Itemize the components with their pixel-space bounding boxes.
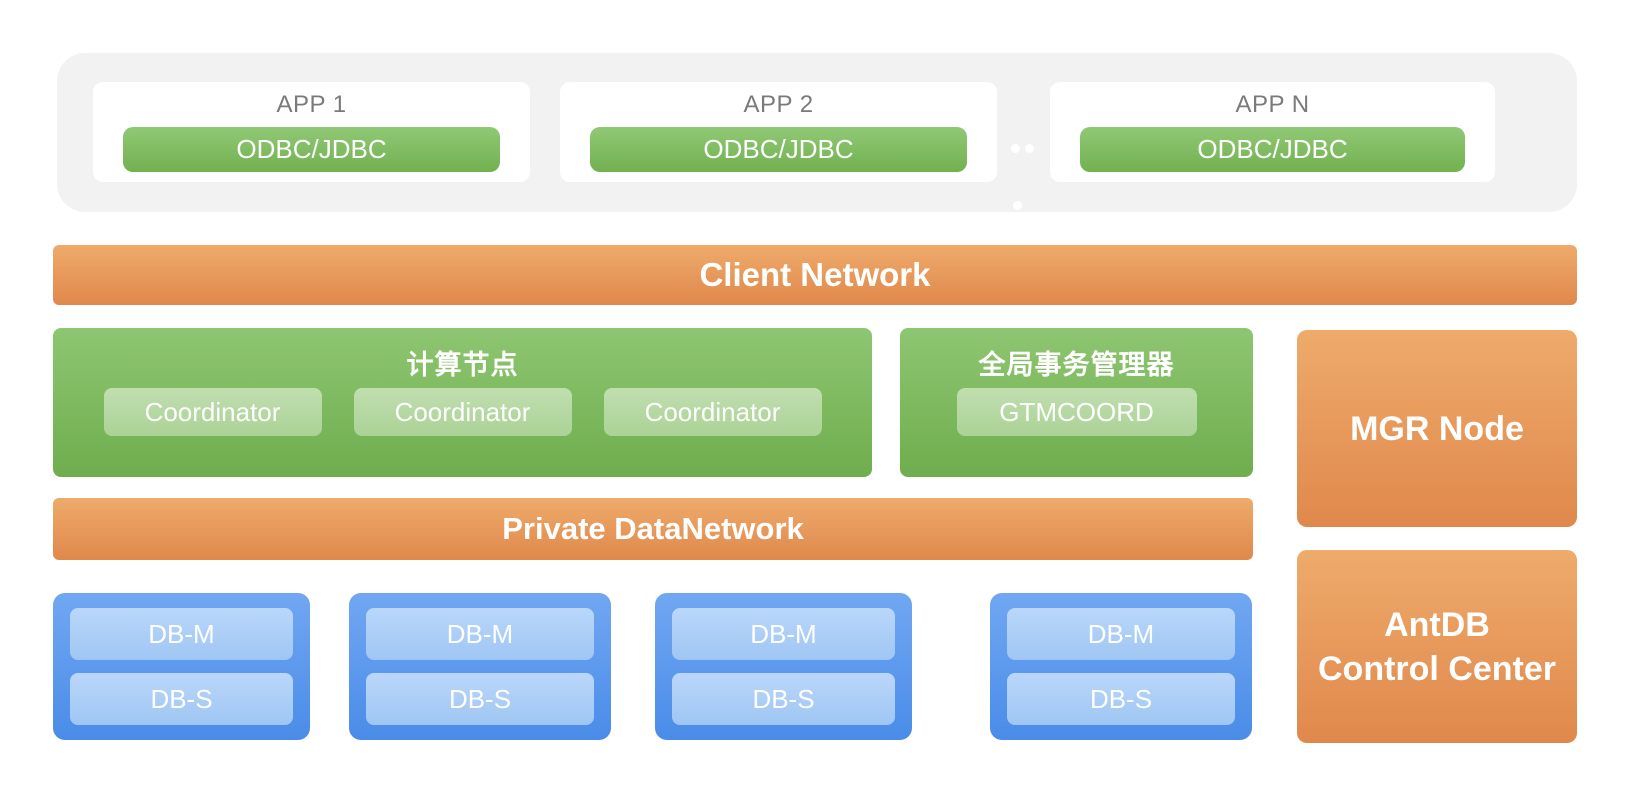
private-data-network-bar: Private DataNetwork bbox=[53, 498, 1253, 560]
mgr-node-box: MGR Node bbox=[1297, 330, 1577, 527]
db-shard-group-1: DB-M DB-S bbox=[53, 593, 310, 740]
odbc-jdbc-connector: ODBC/JDBC bbox=[123, 127, 500, 172]
coordinator-node: Coordinator bbox=[603, 388, 822, 436]
db-standby-node: DB-S bbox=[70, 673, 293, 725]
ellipsis-dot bbox=[1013, 201, 1022, 210]
db-master-node: DB-M bbox=[1007, 608, 1235, 660]
ellipsis-dot bbox=[1025, 144, 1034, 153]
app-title: APP 1 bbox=[276, 91, 347, 118]
compute-node-title: 计算节点 bbox=[406, 349, 519, 380]
compute-node-group: 计算节点 Coordinator Coordinator Coordinator bbox=[53, 328, 872, 477]
ellipsis-dot bbox=[1011, 144, 1020, 153]
app-layer-panel: APP 1 ODBC/JDBC APP 2 ODBC/JDBC APP N OD… bbox=[57, 53, 1577, 212]
gtm-title: 全局事务管理器 bbox=[978, 349, 1175, 380]
gtm-row: GTMCOORD bbox=[900, 388, 1253, 436]
coordinator-node: Coordinator bbox=[353, 388, 572, 436]
db-master-node: DB-M bbox=[366, 608, 594, 660]
db-shard-group-4: DB-M DB-S bbox=[990, 593, 1252, 740]
gtmcoord-node: GTMCOORD bbox=[956, 388, 1197, 436]
app-card-n: APP N ODBC/JDBC bbox=[1050, 82, 1495, 182]
db-shard-group-2: DB-M DB-S bbox=[349, 593, 611, 740]
odbc-jdbc-connector: ODBC/JDBC bbox=[590, 127, 967, 172]
control-center-line1: AntDB bbox=[1384, 605, 1490, 644]
db-standby-node: DB-S bbox=[672, 673, 895, 725]
db-master-node: DB-M bbox=[672, 608, 895, 660]
app-title: APP N bbox=[1235, 91, 1310, 118]
app-card-2: APP 2 ODBC/JDBC bbox=[560, 82, 997, 182]
odbc-jdbc-connector: ODBC/JDBC bbox=[1080, 127, 1465, 172]
control-center-line2: Control Center bbox=[1318, 649, 1556, 688]
app-title: APP 2 bbox=[743, 91, 814, 118]
db-standby-node: DB-S bbox=[366, 673, 594, 725]
db-master-node: DB-M bbox=[70, 608, 293, 660]
client-network-bar: Client Network bbox=[53, 245, 1577, 305]
db-standby-node: DB-S bbox=[1007, 673, 1235, 725]
mgr-node-label: MGR Node bbox=[1350, 409, 1524, 448]
coordinator-row: Coordinator Coordinator Coordinator bbox=[53, 388, 872, 436]
antdb-control-center-box: AntDB Control Center bbox=[1297, 550, 1577, 743]
gtm-group: 全局事务管理器 GTMCOORD bbox=[900, 328, 1253, 477]
db-shard-group-3: DB-M DB-S bbox=[655, 593, 912, 740]
app-card-1: APP 1 ODBC/JDBC bbox=[93, 82, 530, 182]
coordinator-node: Coordinator bbox=[103, 388, 322, 436]
